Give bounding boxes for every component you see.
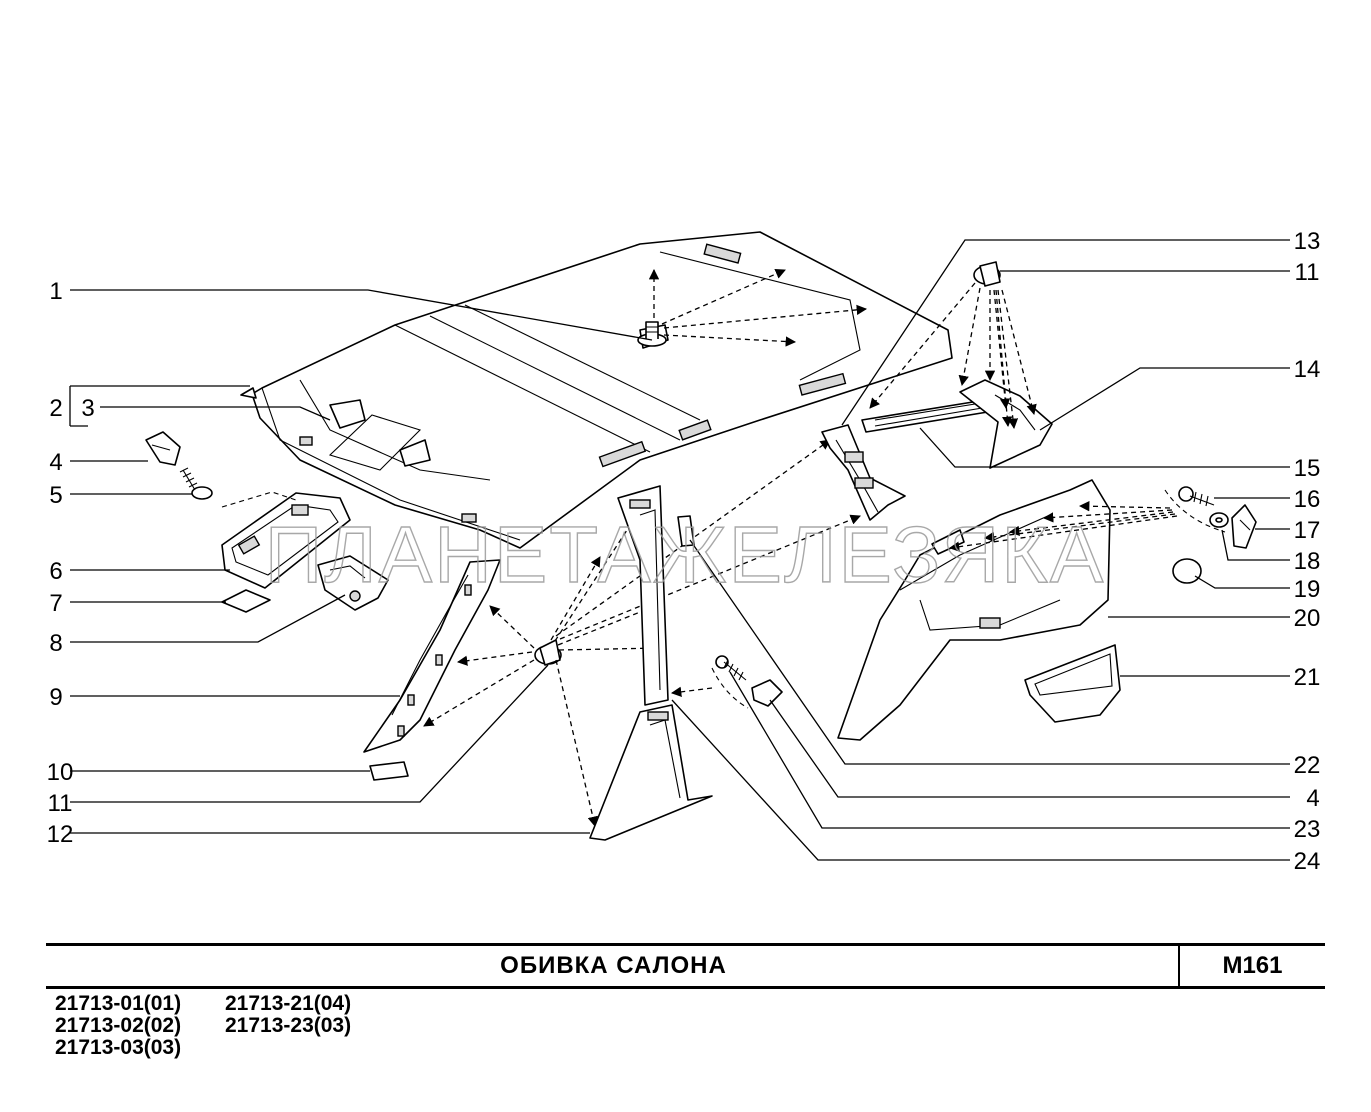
leader-lines bbox=[69, 239, 1290, 861]
callout-15: 15 bbox=[1294, 455, 1321, 482]
model-code: 21713-01(01) bbox=[55, 992, 182, 1015]
callout-6: 6 bbox=[49, 558, 62, 585]
part-5-screw bbox=[179, 467, 213, 500]
part-18-washer bbox=[1209, 512, 1229, 528]
callout-24: 24 bbox=[1294, 848, 1321, 875]
part-4-clip-right bbox=[751, 679, 783, 707]
part-23-screw bbox=[715, 655, 747, 681]
callout-9: 9 bbox=[49, 684, 62, 711]
callout-21: 21 bbox=[1294, 664, 1321, 691]
callout-23: 23 bbox=[1294, 816, 1321, 843]
callout-1: 1 bbox=[49, 278, 62, 305]
callout-20: 20 bbox=[1294, 605, 1321, 632]
callout-22: 22 bbox=[1294, 752, 1321, 779]
part-11-clip-top bbox=[973, 261, 1001, 287]
callout-10: 10 bbox=[47, 759, 74, 786]
model-column-2: 21713-21(04) 21713-23(03) bbox=[225, 993, 351, 1037]
part-4-clip bbox=[145, 431, 181, 466]
part-11-clip-center bbox=[534, 639, 562, 666]
model-code: 21713-03(03) bbox=[55, 1036, 182, 1059]
part-b-pillar-upper bbox=[617, 485, 669, 706]
callout-2: 2 bbox=[49, 395, 62, 422]
part-20-quarter-trim bbox=[837, 479, 1111, 741]
watermark: ПЛАНЕТАЖЕЛЕЗЯКА bbox=[265, 510, 1106, 599]
callout-11-left: 11 bbox=[48, 790, 73, 817]
callout-4-right: 4 bbox=[1306, 785, 1319, 812]
part-12-b-pillar-lower bbox=[589, 704, 713, 841]
callout-12: 12 bbox=[47, 821, 74, 848]
callout-17: 17 bbox=[1294, 517, 1321, 544]
callout-11-right: 11 bbox=[1295, 259, 1320, 286]
callout-16: 16 bbox=[1294, 486, 1321, 513]
callout-4: 4 bbox=[49, 449, 62, 476]
callouts-right: 13 11 14 15 16 17 18 19 20 21 22 4 23 24 bbox=[1294, 228, 1321, 875]
part-17-clip bbox=[1231, 504, 1257, 549]
callout-8: 8 bbox=[49, 630, 62, 657]
part-13-c-pillar-trim bbox=[821, 424, 906, 521]
title-block: ОБИВКА САЛОНА M161 bbox=[46, 943, 1325, 989]
part-7-lens bbox=[221, 589, 271, 613]
part-10-plug bbox=[369, 761, 409, 781]
part-14-trim bbox=[959, 379, 1053, 469]
model-code: 21713-02(02) bbox=[55, 1014, 182, 1037]
part-19-plug bbox=[1172, 558, 1202, 584]
callouts-left: 1 2 3 4 5 6 7 8 9 10 11 12 bbox=[47, 278, 95, 848]
callout-7: 7 bbox=[49, 590, 62, 617]
part-9-a-pillar-trim bbox=[363, 559, 501, 753]
callout-3: 3 bbox=[81, 395, 94, 422]
model-code: 21713-21(04) bbox=[225, 992, 352, 1015]
part-16-screw bbox=[1178, 486, 1215, 507]
callout-18: 18 bbox=[1294, 548, 1321, 575]
headliner-panel bbox=[240, 231, 953, 549]
part-8-cover bbox=[317, 555, 389, 611]
callout-19: 19 bbox=[1294, 576, 1321, 603]
model-column-1: 21713-01(01) 21713-02(02) 21713-03(03) bbox=[55, 993, 181, 1059]
callout-14: 14 bbox=[1294, 356, 1321, 383]
sheet-code: M161 bbox=[1178, 946, 1325, 986]
model-code: 21713-23(03) bbox=[225, 1014, 352, 1037]
callout-13: 13 bbox=[1294, 228, 1321, 255]
callout-5: 5 bbox=[49, 482, 62, 509]
part-21-pocket bbox=[1024, 644, 1121, 723]
page-title: ОБИВКА САЛОНА bbox=[500, 952, 727, 979]
